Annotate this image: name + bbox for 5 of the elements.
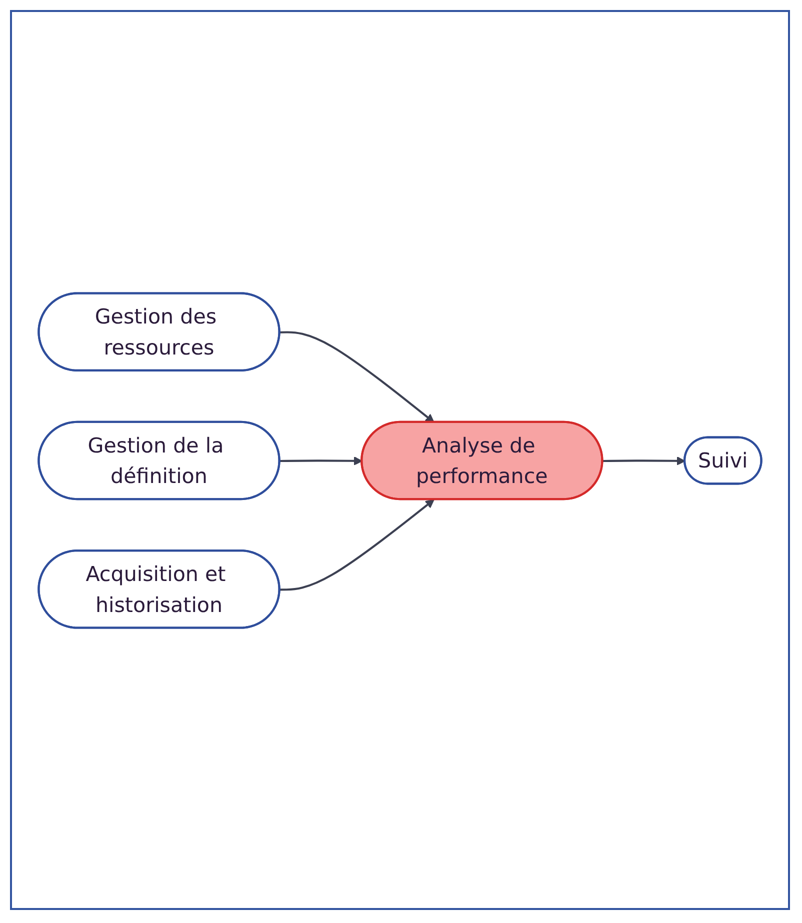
arrow	[602, 456, 686, 465]
arrow	[280, 330, 434, 422]
arrow	[280, 498, 434, 590]
arrow	[280, 456, 363, 465]
frame-border: Suivi Gestion des ressources Gestion de la définition Acquisition et historisation Analyse de performance	[10, 10, 790, 910]
